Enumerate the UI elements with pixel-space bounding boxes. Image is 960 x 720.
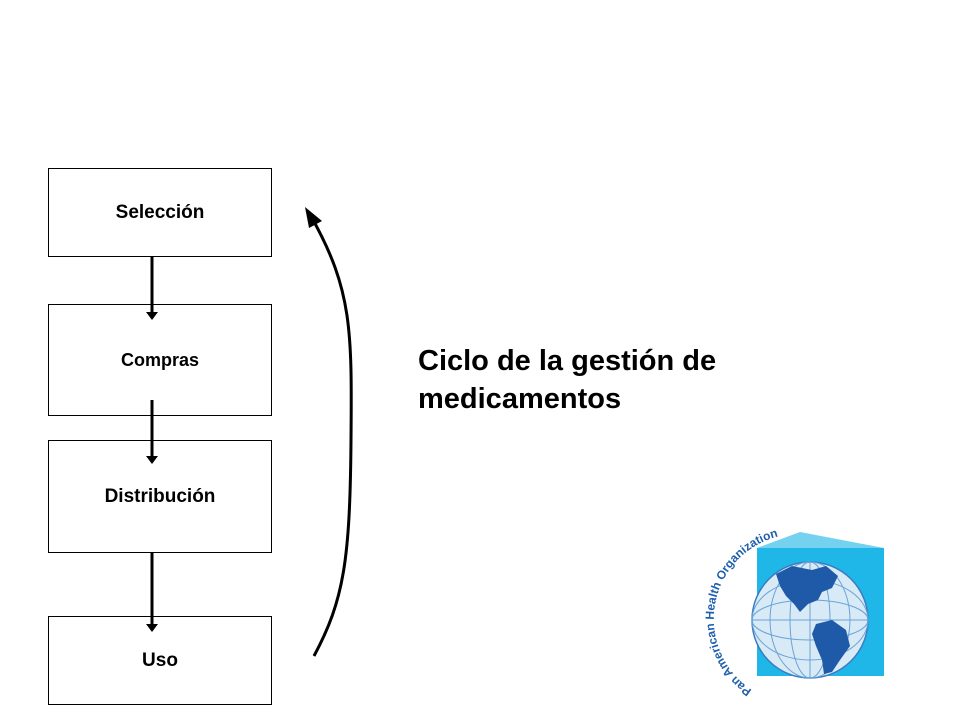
logo-north-america bbox=[776, 566, 838, 612]
step-label-uso: Uso bbox=[142, 649, 178, 671]
step-label-distribucion: Distribución bbox=[104, 485, 216, 507]
title-line-1: Ciclo de la gestión de bbox=[418, 345, 717, 377]
step-box-distribucion: Distribución bbox=[48, 440, 272, 553]
step-box-compras: Compras bbox=[48, 304, 272, 416]
arrowhead-compras-distribucion bbox=[146, 456, 158, 464]
logo-south-america bbox=[812, 620, 850, 674]
cycle-return-arrowhead bbox=[305, 207, 322, 228]
logo-cube-side bbox=[757, 532, 884, 548]
diagram-title: Ciclo de la gestión de medicamentos bbox=[418, 342, 798, 418]
step-label-seleccion: Selección bbox=[115, 201, 205, 223]
step-box-seleccion: Selección bbox=[48, 168, 272, 257]
arrowhead-seleccion-compras bbox=[146, 312, 158, 320]
cycle-return-arrow bbox=[310, 217, 353, 657]
step-label-compras: Compras bbox=[120, 349, 200, 370]
title-line-2: medicamentos bbox=[418, 383, 622, 415]
arrowhead-distribucion-uso bbox=[146, 624, 158, 632]
step-box-uso: Uso bbox=[48, 616, 272, 705]
